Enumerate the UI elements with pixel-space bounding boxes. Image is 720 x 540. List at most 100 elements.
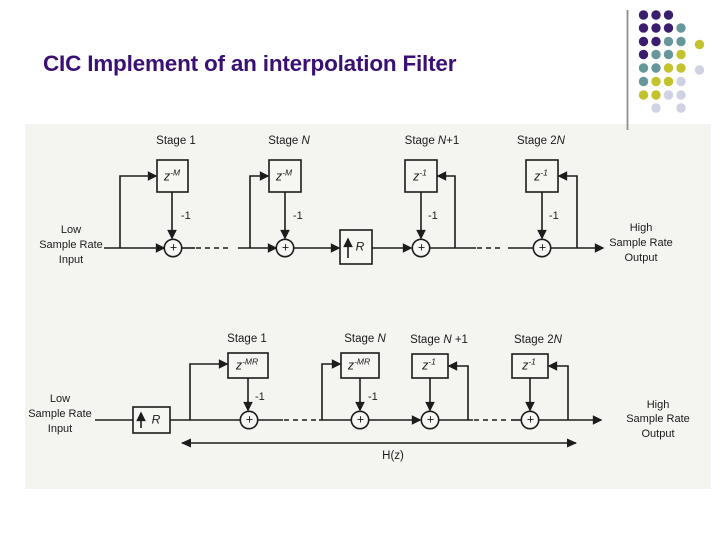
dot xyxy=(663,63,674,73)
output-label-line: Output xyxy=(624,252,658,264)
dot xyxy=(651,49,661,60)
delay-box-label: z-MR xyxy=(348,357,370,373)
input-label-line: Sample Rate xyxy=(28,408,92,420)
delay-exponent: -M xyxy=(282,167,293,178)
stage-label-text: Stage xyxy=(268,135,302,147)
stage-label-text: Stage 1 xyxy=(227,333,267,345)
feedback-line xyxy=(557,171,578,248)
transfer-function-label: H(z) xyxy=(382,450,404,462)
stage-label-var: N xyxy=(443,334,452,346)
adder-plus: + xyxy=(281,240,290,255)
adder-plus: + xyxy=(538,240,547,255)
dot xyxy=(651,76,661,87)
output-label-line: Sample Rate xyxy=(626,413,690,425)
delay-box-label: z-1 xyxy=(534,168,548,184)
dot xyxy=(663,23,674,33)
delay-box xyxy=(411,353,449,379)
delay-base: z xyxy=(235,358,243,373)
dot xyxy=(651,10,661,20)
dot xyxy=(638,90,649,100)
adder-plus: + xyxy=(245,412,254,427)
stage-label-text: Stage xyxy=(344,333,378,345)
scanned-figure-background xyxy=(25,124,711,489)
delay-base: z xyxy=(163,169,171,184)
delay-exponent: -M xyxy=(170,167,181,178)
stage-label: Stage N +1 xyxy=(410,334,468,347)
stage-label: Stage 1 xyxy=(156,135,196,148)
delay-box-label: z-1 xyxy=(522,357,536,373)
gain-label: -1 xyxy=(368,391,378,403)
dot xyxy=(651,23,661,33)
stage-label: Stage N xyxy=(268,135,310,148)
stage-label-var: N xyxy=(437,135,447,147)
input-label-line: Low xyxy=(60,224,82,236)
delay-exponent: -MR xyxy=(354,356,371,367)
adder-circle xyxy=(239,410,259,430)
stage-label: Stage N xyxy=(344,333,386,346)
stage-label-text: Stage 2 xyxy=(517,135,557,147)
branch-line xyxy=(119,171,158,248)
branch-line xyxy=(189,359,229,420)
dot xyxy=(663,36,674,47)
delay-base: z xyxy=(422,358,429,373)
dot xyxy=(663,76,674,87)
stage-label: Stage 2N xyxy=(514,334,562,347)
adder-plus: + xyxy=(356,412,365,427)
stage-label-text: Stage 2 xyxy=(514,334,554,346)
stage-label-var: N xyxy=(301,135,310,147)
delay-exponent: -1 xyxy=(419,167,427,178)
decorative-dots xyxy=(626,10,705,130)
adder-circle xyxy=(163,238,183,258)
delay-base: z xyxy=(275,169,283,184)
feedback-line xyxy=(547,361,569,420)
gain-label: -1 xyxy=(549,210,559,222)
dot xyxy=(638,36,649,47)
dot xyxy=(638,63,649,73)
adder-plus: + xyxy=(169,240,178,255)
top-diagram xyxy=(104,159,605,265)
stage-label: Stage 1 xyxy=(227,333,267,346)
dot xyxy=(676,63,686,73)
dot xyxy=(638,23,649,33)
stage-label-text: Stage 1 xyxy=(156,135,196,147)
dot xyxy=(638,76,649,87)
delay-box xyxy=(511,353,549,379)
hz-span-arrow-left-head xyxy=(181,438,191,448)
gain-label: -1 xyxy=(293,210,303,222)
dot xyxy=(651,63,661,73)
input-label-line: Input xyxy=(47,423,73,435)
output-label-line: High xyxy=(629,222,653,234)
dot xyxy=(676,23,686,33)
dot xyxy=(663,90,674,100)
delay-box-label: z-M xyxy=(275,168,292,184)
dot xyxy=(676,76,686,87)
page-title: CIC Implement of an interpolation Filter xyxy=(43,51,457,76)
delay-box-label: z-1 xyxy=(413,168,427,184)
input-label-line: Input xyxy=(58,254,84,266)
delay-box-label: z-MR xyxy=(235,357,258,373)
feedback-line xyxy=(447,361,469,420)
adder-circle xyxy=(350,410,370,430)
stage-label-var: N xyxy=(377,333,386,345)
adder-circle xyxy=(532,238,552,258)
dot xyxy=(638,49,649,60)
stage-label-suffix: +1 xyxy=(451,334,468,346)
stage-label-suffix: +1 xyxy=(446,135,460,147)
adder-circle xyxy=(411,238,431,258)
dot xyxy=(694,65,705,75)
delay-box-label: z-1 xyxy=(422,357,436,373)
adder-plus: + xyxy=(426,412,435,427)
hz-span-arrow-right-head xyxy=(567,438,577,448)
delay-base: z xyxy=(534,169,541,184)
branch-line xyxy=(321,359,342,420)
delay-box-label: z-M xyxy=(163,168,180,184)
adder-circle xyxy=(275,238,295,258)
stage-label-text: Stage xyxy=(404,135,438,147)
delay-exponent: -MR xyxy=(242,356,259,367)
output-label-line: High xyxy=(646,399,670,411)
branch-line xyxy=(249,171,270,248)
stage-label-var: N xyxy=(556,135,565,147)
delay-base: z xyxy=(522,358,529,373)
stage-label: Stage N+1 xyxy=(405,135,460,148)
dot xyxy=(694,39,705,50)
